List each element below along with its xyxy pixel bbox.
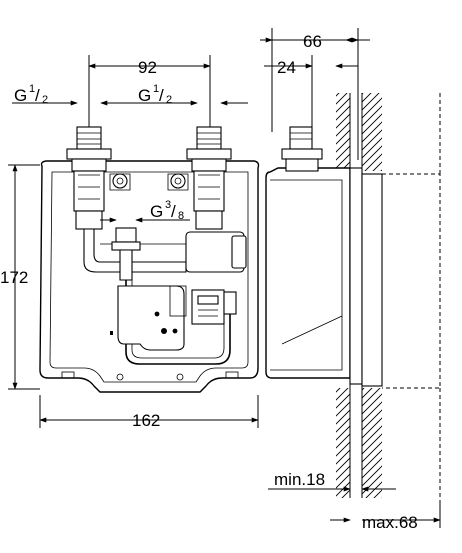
ear-bracket-left bbox=[109, 173, 131, 191]
label-92: 92 bbox=[138, 58, 157, 77]
thread-left-num: 1 bbox=[29, 83, 35, 95]
thread-middle-base: G bbox=[138, 86, 151, 105]
indicator-dot-3 bbox=[172, 328, 178, 334]
thread-middle-slash: / bbox=[159, 86, 164, 105]
valve-cap bbox=[231, 235, 247, 269]
valve-outlet bbox=[223, 291, 237, 315]
indicator-dot-2 bbox=[161, 328, 167, 334]
front-plate-side bbox=[349, 167, 363, 385]
mounting-hole-left bbox=[116, 177, 124, 185]
side-inner bbox=[270, 179, 343, 371]
wall-hatch-top bbox=[336, 93, 350, 171]
wall-hatch-top-right bbox=[362, 93, 382, 171]
front-view bbox=[39, 126, 260, 393]
label-172: 172 bbox=[0, 268, 28, 287]
foot-left bbox=[61, 371, 75, 379]
foot-right bbox=[225, 371, 239, 379]
connection-left bbox=[66, 126, 112, 230]
thread-left-slash: / bbox=[35, 86, 40, 105]
thread-inner-num: 3 bbox=[165, 199, 171, 211]
label-66: 66 bbox=[303, 32, 322, 51]
label-162: 162 bbox=[132, 411, 160, 430]
screw-1 bbox=[116, 373, 124, 381]
mounting-hole-right bbox=[174, 177, 182, 185]
thread-inner-den: 8 bbox=[178, 210, 184, 222]
mounting-ear-right bbox=[170, 173, 186, 189]
valve-block-top bbox=[197, 295, 219, 305]
label-24: 24 bbox=[277, 58, 296, 77]
fitting-stem bbox=[119, 249, 133, 281]
thread-inner-slash: / bbox=[171, 202, 176, 221]
valve-block bbox=[191, 289, 225, 325]
side-diagonal bbox=[281, 315, 343, 345]
hose bbox=[125, 280, 231, 365]
label-min-18: min.18 bbox=[274, 470, 325, 489]
side-view bbox=[265, 93, 441, 498]
cover-plate-side bbox=[361, 173, 383, 387]
housing-inner bbox=[49, 171, 249, 383]
valve-block-grooves bbox=[198, 309, 218, 317]
thread-left-base: G bbox=[14, 86, 27, 105]
housing-outline bbox=[39, 160, 260, 393]
box-tab bbox=[169, 285, 187, 317]
fitting-g38 bbox=[115, 227, 137, 243]
thread-inner-base: G bbox=[150, 202, 163, 221]
mounting-ear-left bbox=[112, 173, 128, 189]
thread-middle-num: 1 bbox=[153, 83, 159, 95]
label-max-68: max.68 bbox=[362, 513, 418, 532]
side-connection-base bbox=[285, 158, 319, 172]
indicator-dot-1 bbox=[154, 311, 160, 317]
connection-right bbox=[186, 126, 232, 230]
side-housing bbox=[265, 167, 351, 379]
label-thread-middle: G 1 / 2 bbox=[138, 83, 172, 106]
wall-hatch-bottom-right bbox=[362, 388, 382, 498]
fitting-nut bbox=[111, 241, 141, 251]
side-connection-nut bbox=[281, 148, 323, 160]
dimension-lines bbox=[8, 28, 441, 528]
ear-bracket-right bbox=[167, 173, 189, 191]
side-connection bbox=[289, 126, 313, 150]
wall-hatch-bottom bbox=[336, 388, 350, 498]
dimension-labels: 66 92 24 G 1 / 2 G 1 / 2 G 3 / 8 172 162… bbox=[0, 32, 418, 532]
thread-middle-den: 2 bbox=[166, 94, 172, 106]
cover-dashed bbox=[382, 173, 441, 389]
label-thread-inner: G 3 / 8 bbox=[150, 199, 184, 222]
marker-square bbox=[110, 331, 113, 335]
control-box bbox=[117, 285, 185, 351]
screw-2 bbox=[176, 373, 184, 381]
thread-left-den: 2 bbox=[42, 94, 48, 106]
label-thread-left: G 1 / 2 bbox=[14, 83, 48, 106]
